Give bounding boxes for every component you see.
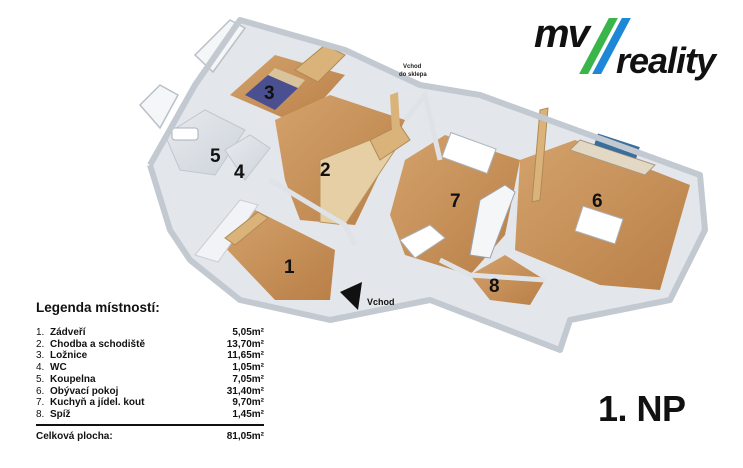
room-number-8: 8 [489,276,500,297]
legend-row: 1. Zádveří 5,05m² [36,327,264,339]
bed-headboard [268,68,305,88]
legend-total-area: 81,05m² [226,430,264,442]
legend-total-row: Celková plocha: 81,05m² [36,431,264,442]
legend-room-name: Zádveří [50,327,86,338]
room-number-3: 3 [264,83,275,104]
shoe-cabinet [224,211,269,246]
legend-row: 4. WC 1,05m² [36,362,264,374]
room-6-column [531,107,549,203]
sofa [569,139,656,176]
legend-title: Legenda místností: [36,300,160,315]
room-number-2: 2 [320,160,331,181]
floor-label: 1. NP [598,388,686,429]
legend-room-name: Chodba a schodiště [50,338,146,350]
legend-num: 3. [36,350,45,362]
exterior-wall [147,17,708,353]
legend-room-area: 1,45m² [232,408,264,420]
legend-room-area: 13,70m² [226,338,264,350]
legend-room-area: 11,65m² [227,350,264,362]
legend-row: 5. Koupelna 7,05m² [36,374,264,386]
bathtub [171,127,199,141]
mv-reality-logo: mv reality [528,10,728,81]
legend-row: 8. Spíž 1,45m² [36,409,264,421]
cellar-entrance-line-1: Vchod [403,64,422,70]
legend-room-name: Kuchyň a jídel. kout [50,397,145,409]
kitchen-counter [469,184,516,259]
legend-row: 3. Ložnice 11,65m² [36,350,264,362]
room-number-5: 5 [210,146,221,167]
logo-reality-text: reality [616,40,716,81]
wardrobe-room-3 [294,44,346,83]
interior-wall-a [268,177,358,247]
balcony-left [138,84,180,130]
interior-wall-b [403,89,443,161]
room-number-1: 1 [284,257,295,278]
legend-num: 1. [36,327,45,338]
kitchen-island [399,224,446,259]
room-legend: Legenda místností: 1. Zádveří 5,05m² 2. Ch… [36,300,264,442]
dining-table [441,131,497,175]
legend-num: 2. [36,338,45,350]
legend-num: 7. [36,397,45,409]
logo-mv-text: mv [534,12,590,56]
legend-row: 6. Obývací pokoj 31,40m² [36,386,264,398]
cellar-entrance-line-2: do sklepa [399,72,427,78]
bed [245,75,298,110]
legend-room-area: 1,05m² [232,362,264,374]
legend-room-area: 31,40m² [226,385,264,397]
legend-room-area: 5,05m² [232,327,264,338]
wardrobe-corridor [369,124,411,161]
entrance-arrow [340,282,362,310]
legend-num: 8. [36,408,45,420]
room-1-wall [194,199,259,263]
room-number-4: 4 [234,162,245,183]
legend-room-area: 7,05m² [232,373,264,385]
legend-row: 7. Kuchyň a jídel. kout 9,70m² [36,397,264,409]
legend-row: 2. Chodba a schodiště 13,70m² [36,339,264,351]
legend-room-name: Obývací pokoj [50,385,119,397]
legend-num: 6. [36,385,45,397]
coffee-table [574,205,624,245]
legend-num: 4. [36,362,45,374]
legend-room-name: WC [50,362,67,374]
legend-room-name: Ložnice [50,350,88,362]
legend-total-label: Celková plocha: [36,430,113,442]
legend-num: 5. [36,373,45,385]
room-4-floor [224,134,271,181]
interior-wall-c [438,257,546,283]
room-number-7: 7 [450,191,461,212]
entrance-label: Vchod [367,297,395,307]
legend-room-name: Spíž [50,408,71,420]
legend-room-name: Koupelna [50,373,96,385]
cellar-door [390,92,400,131]
legend-room-area: 9,70m² [232,397,264,409]
room-number-6: 6 [592,191,603,212]
legend-divider [36,423,264,426]
